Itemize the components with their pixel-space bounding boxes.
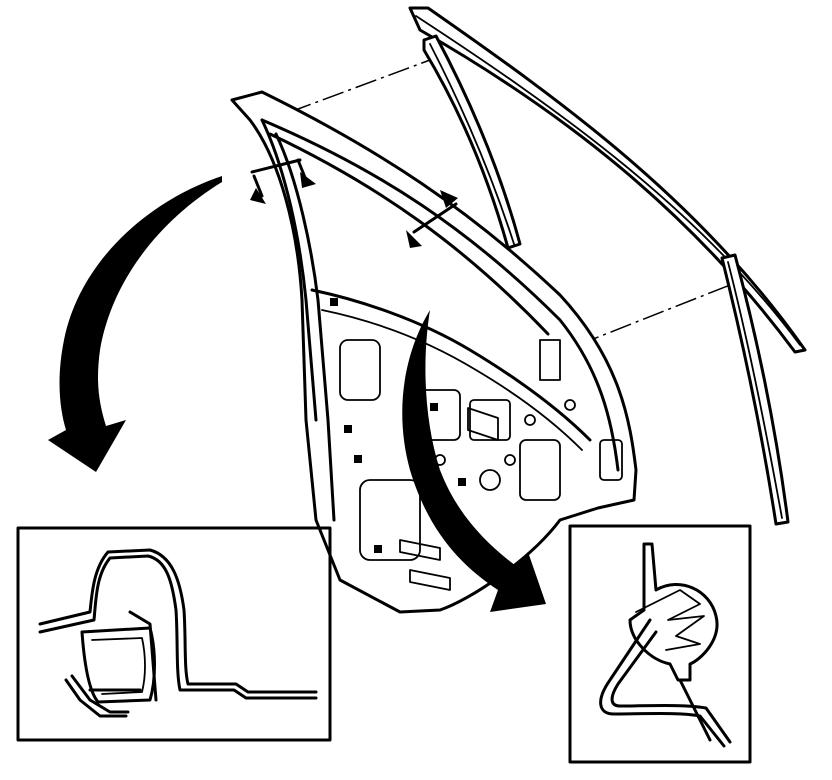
upper-rear-weatherstrip — [408, 6, 807, 526]
right-curved-arrow — [402, 310, 546, 612]
left-curved-arrow — [48, 176, 222, 472]
leader-lines — [289, 59, 731, 346]
detail-right — [568, 524, 752, 764]
front-channel-weatherstrip — [422, 34, 522, 250]
door-frame — [230, 90, 638, 614]
detail-left — [16, 526, 332, 742]
